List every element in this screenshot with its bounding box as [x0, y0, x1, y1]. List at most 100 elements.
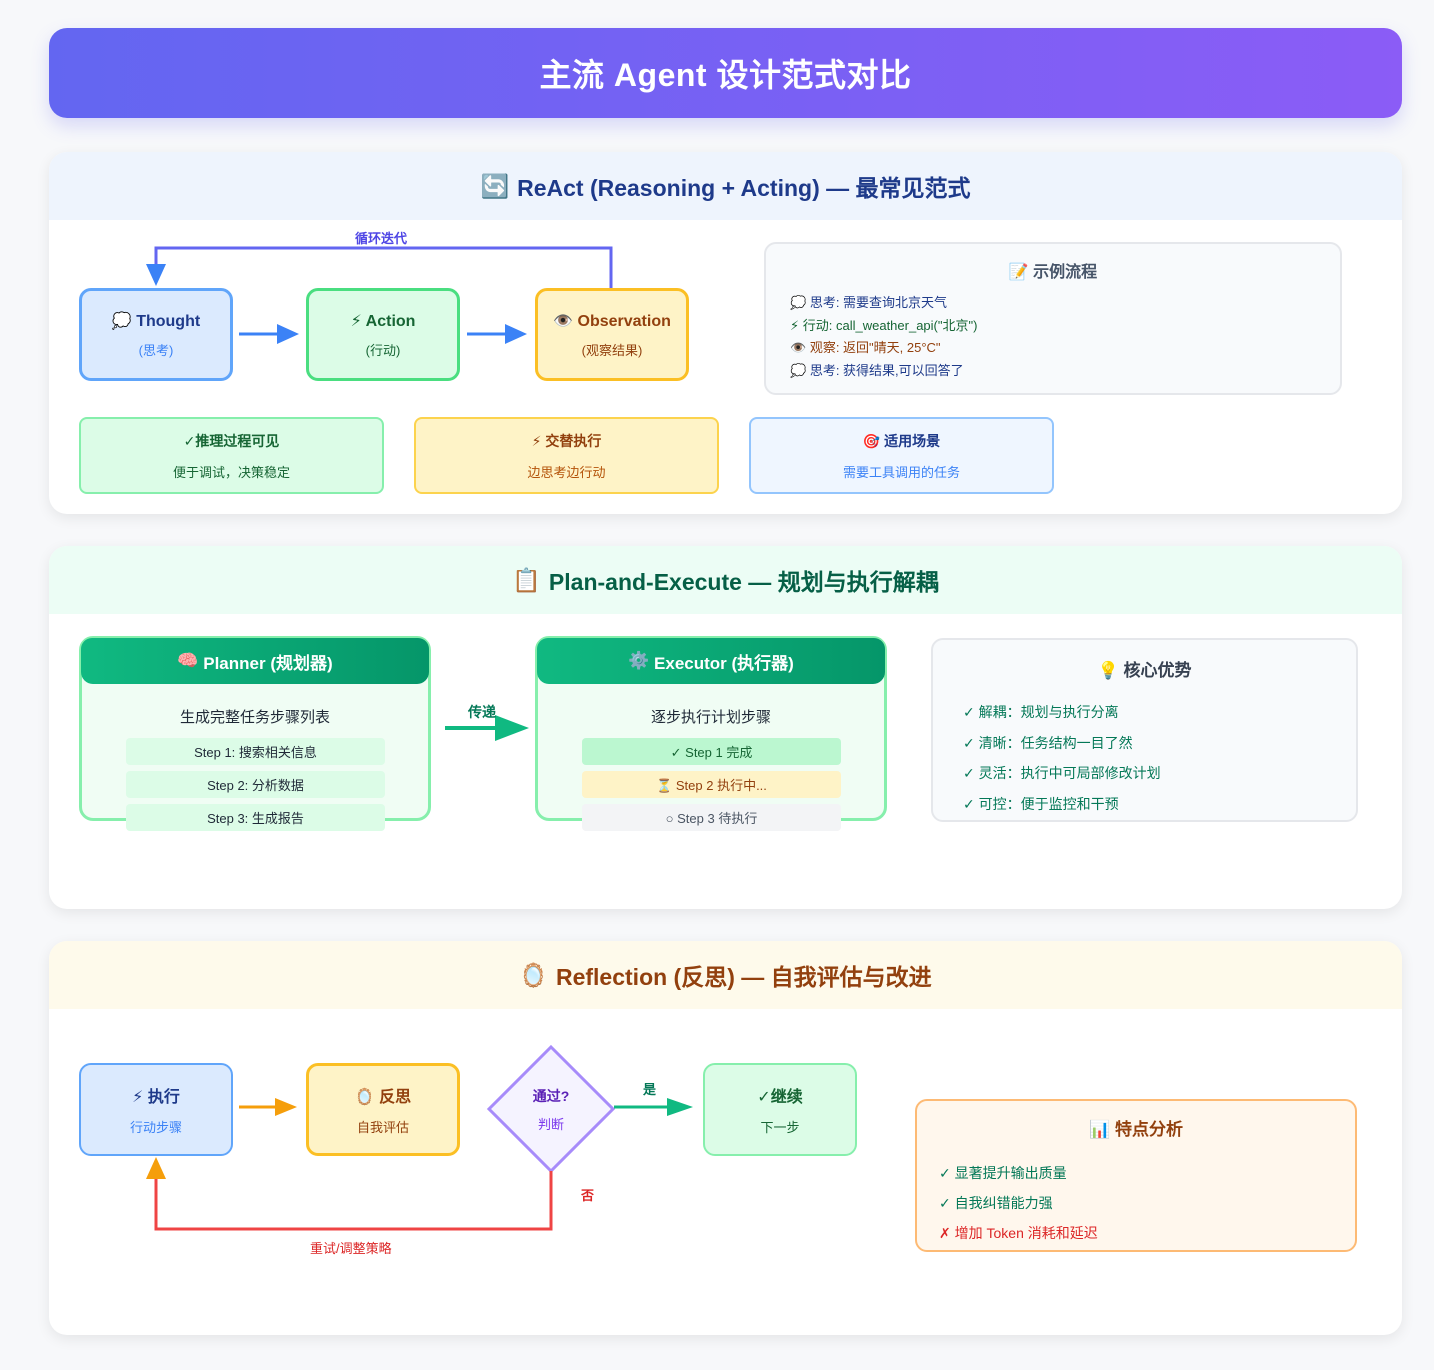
yes-arrowhead — [667, 1098, 693, 1116]
gear-icon: ⚙️ — [628, 651, 650, 670]
decision-title: 通过? — [532, 1087, 570, 1104]
example-title: 示例流程 — [1033, 264, 1098, 281]
pass-arrowhead — [495, 715, 529, 741]
loop-arrow — [154, 246, 613, 288]
advantages-list: ✓ 解耦：规划与执行分离 ✓ 清晰：任务结构一目了然 ✓ 灵活：执行中可局部修改… — [963, 697, 1356, 819]
plan-header: 📋 Plan-and-Execute — 规划与执行解耦 — [49, 546, 1402, 614]
react-heading: ReAct (Reasoning + Acting) — 最常见范式 — [517, 175, 971, 201]
planner-steps: Step 1: 搜索相关信息 Step 2: 分析数据 Step 3: 生成报告 — [126, 738, 385, 837]
advantage-item: ✓ 解耦：规划与执行分离 — [963, 704, 1119, 720]
example-line-text: 行动: call_weather_api("北京") — [802, 317, 978, 333]
reflect-subtitle: 自我评估 — [356, 1120, 409, 1135]
executor-steps: ✓ Step 1 完成 ⏳ Step 2 执行中... ○ Step 3 待执行 — [582, 738, 841, 837]
analysis-con-item: ✗ 增加 Token 消耗和延迟 — [939, 1225, 1098, 1241]
planner-step: Step 1: 搜索相关信息 — [126, 738, 385, 765]
execute-title: 执行 — [147, 1089, 180, 1106]
reflect-title: 反思 — [379, 1089, 412, 1106]
feature-desc: 需要工具调用的任务 — [842, 464, 960, 480]
feature-title: 推理过程可见 — [195, 432, 280, 449]
reflection-section: 🪞 Reflection (反思) — 自我评估与改进 ⚡ 执行 行动步骤 🪞 … — [49, 941, 1402, 1335]
loop-arrowhead — [146, 264, 166, 286]
check-icon: ✓ — [183, 432, 196, 449]
example-line: 👁️ 观察: 返回"晴天, 25°C" — [790, 337, 1340, 360]
executor-step-running: ⏳ Step 2 执行中... — [582, 771, 841, 798]
clipboard-icon: 📋 — [512, 566, 541, 593]
continue-subtitle: 下一步 — [760, 1120, 800, 1135]
eye-icon: 👁️ — [553, 312, 574, 330]
reflection-header: 🪞 Reflection (反思) — 自我评估与改进 — [49, 941, 1402, 1009]
advantage-item: ✓ 清晰：任务结构一目了然 — [963, 734, 1133, 751]
react-section: 🔄 ReAct (Reasoning + Acting) — 最常见范式 循环迭… — [49, 152, 1402, 514]
thought-bubble-icon: 💭 — [790, 295, 807, 310]
advantage-item: ✓ 灵活：执行中可局部修改计划 — [963, 765, 1161, 781]
pass-label: 传递 — [468, 704, 496, 720]
continue-node: ✓继续 下一步 — [703, 1063, 857, 1156]
continue-title: 继续 — [770, 1089, 803, 1106]
eye-icon: 👁️ — [790, 340, 807, 355]
advantage-item: ✓ 可控：便于监控和干预 — [963, 795, 1119, 812]
analysis-pro-item: ✓ 显著提升输出质量 — [939, 1165, 1067, 1181]
action-title: Action — [365, 312, 416, 330]
planner-desc: 生成完整任务步骤列表 — [179, 709, 330, 726]
feature-card-alternating: ⚡ 交替执行 边思考边行动 — [414, 417, 719, 494]
thought-bubble-icon: 💭 — [111, 312, 132, 330]
page-title: 主流 Agent 设计范式对比 — [539, 57, 912, 93]
bar-chart-icon: 📊 — [1089, 1120, 1111, 1139]
feature-title: 交替执行 — [545, 432, 602, 449]
retry-arrow — [154, 1171, 553, 1231]
plan-arrows — [445, 715, 529, 741]
lightning-icon: ⚡ — [531, 432, 542, 449]
retry-label: 重试/调整策略 — [310, 1241, 392, 1256]
action-to-observation-arrowhead — [505, 324, 527, 344]
target-icon: 🎯 — [862, 432, 881, 449]
planner-card: 🧠 Planner (规划器) 生成完整任务步骤列表 Step 1: 搜索相关信… — [79, 636, 431, 831]
feature-title: 适用场景 — [884, 432, 941, 449]
example-lines: 💭 思考: 需要查询北京天气 ⚡ 行动: call_weather_api("北… — [790, 292, 1340, 382]
feature-desc: 便于调试，决策稳定 — [172, 464, 290, 480]
execute-subtitle: 行动步骤 — [129, 1120, 182, 1135]
mirror-icon: 🪞 — [519, 961, 548, 988]
no-label: 否 — [581, 1188, 595, 1203]
action-subtitle: (行动) — [365, 342, 401, 358]
decision-node: 通过? 判断 — [489, 1047, 613, 1171]
observation-title: Observation — [577, 312, 671, 330]
title-banner: 主流 Agent 设计范式对比 — [49, 28, 1402, 118]
example-flow-panel: 📝 示例流程 💭 思考: 需要查询北京天气 ⚡ 行动: call_weather… — [764, 242, 1342, 395]
execute-node: ⚡ 执行 行动步骤 — [79, 1063, 233, 1156]
thought-subtitle: (思考) — [138, 342, 174, 358]
analysis-title: 特点分析 — [1114, 1120, 1183, 1139]
analysis-panel: 📊 特点分析 ✓ 显著提升输出质量 ✓ 自我纠错能力强 ✗ 增加 Token 消… — [915, 1099, 1357, 1252]
execute-to-reflect-arrowhead — [275, 1098, 297, 1116]
executor-card: ⚙️ Executor (执行器) 逐步执行计划步骤 ✓ Step 1 完成 ⏳… — [535, 636, 887, 831]
analysis-list: ✓ 显著提升输出质量 ✓ 自我纠错能力强 ✗ 增加 Token 消耗和延迟 — [939, 1158, 1355, 1248]
executor-header: ⚙️ Executor (执行器) — [537, 638, 885, 684]
example-line-text: 观察: 返回"晴天, 25°C" — [809, 340, 941, 355]
lightning-icon: ⚡ — [790, 317, 800, 333]
react-arrows — [146, 246, 613, 344]
example-line: 💭 思考: 需要查询北京天气 — [790, 292, 1340, 315]
thought-node: 💭 Thought (思考) — [79, 288, 233, 381]
thought-to-action-arrowhead — [277, 324, 299, 344]
core-advantages-panel: 💡 核心优势 ✓ 解耦：规划与执行分离 ✓ 清晰：任务结构一目了然 ✓ 灵活：执… — [931, 638, 1358, 822]
analysis-pro-item: ✓ 自我纠错能力强 — [939, 1195, 1053, 1211]
decision-subtitle: 判断 — [537, 1116, 564, 1132]
observation-node: 👁️ Observation (观察结果) — [535, 288, 689, 381]
observation-subtitle: (观察结果) — [581, 342, 643, 358]
thought-title: Thought — [136, 312, 201, 330]
planner-header: 🧠 Planner (规划器) — [81, 638, 429, 684]
feature-card-use-case: 🎯 适用场景 需要工具调用的任务 — [749, 417, 1054, 494]
feature-desc: 边思考边行动 — [527, 464, 606, 480]
memo-icon: 📝 — [1008, 264, 1029, 281]
executor-step-done: ✓ Step 1 完成 — [582, 738, 841, 765]
plan-execute-section: 📋 Plan-and-Execute — 规划与执行解耦 🧠 Planner (… — [49, 546, 1402, 909]
mirror-icon: 🪞 — [354, 1089, 375, 1106]
executor-title: Executor (执行器) — [654, 653, 794, 673]
plan-heading: Plan-and-Execute — 规划与执行解耦 — [548, 569, 939, 595]
thought-bubble-icon: 💭 — [790, 362, 807, 378]
feature-card-visible-reasoning: ✓推理过程可见 便于调试，决策稳定 — [79, 417, 384, 494]
reflect-node: 🪞 反思 自我评估 — [306, 1063, 460, 1156]
loop-label: 循环迭代 — [355, 231, 408, 246]
planner-step: Step 2: 分析数据 — [126, 771, 385, 798]
planner-title: Planner (规划器) — [203, 653, 333, 673]
